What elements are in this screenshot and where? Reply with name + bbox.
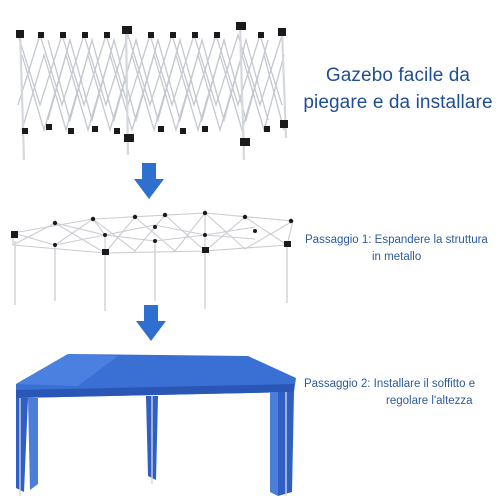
headline: Gazebo facile da piegare e da installare — [300, 62, 496, 116]
step-1-line-2: in metallo — [372, 251, 422, 263]
folded-gazebo-illustration — [16, 22, 288, 161]
headline-line-1: Gazebo facile da — [325, 65, 471, 86]
step-2-line-1: Passaggio 2: Installare il soffitto e — [304, 378, 476, 390]
headline-line-2: piegare e da installare — [303, 92, 493, 113]
step-2-line-2: regolare l'altezza — [386, 395, 473, 407]
step-1-caption: Passaggio 1: Espandere la struttura in m… — [305, 232, 495, 266]
step-1-line-1: Passaggio 1: Espandere la struttura — [305, 234, 488, 246]
expanded-frame-illustration — [11, 210, 294, 311]
down-arrow-icon — [136, 305, 166, 341]
canopy-gazebo-illustration — [16, 354, 296, 496]
down-arrow-icon — [134, 163, 164, 199]
step-2-caption: Passaggio 2: Installare il soffitto e re… — [304, 376, 498, 410]
